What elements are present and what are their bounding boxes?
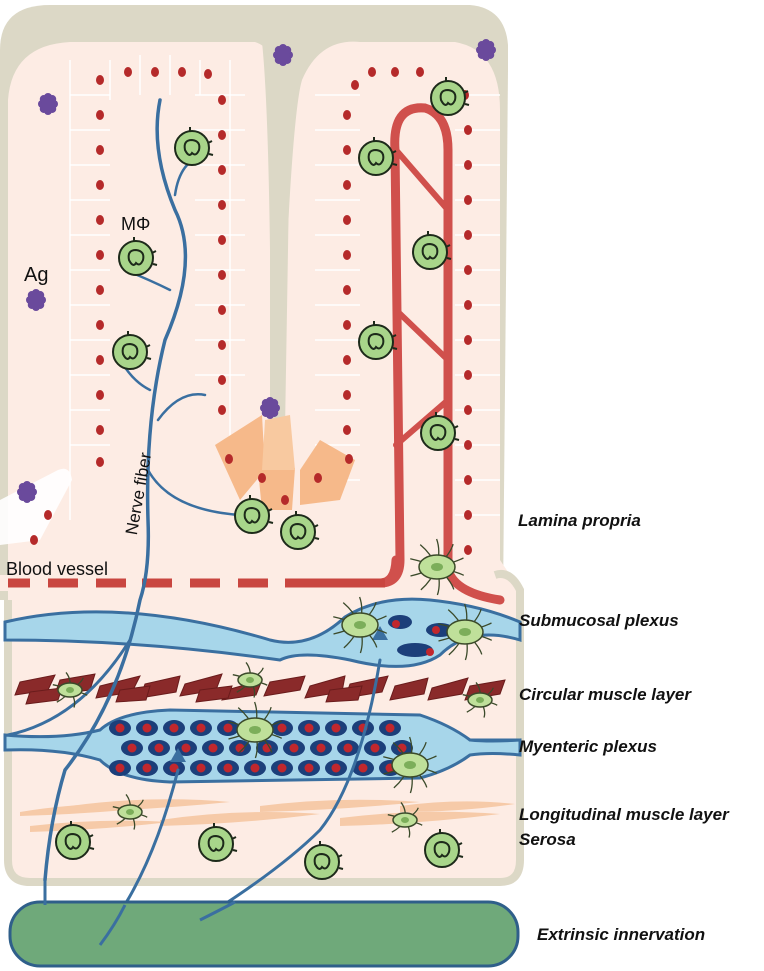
antigen: [38, 93, 58, 115]
myenteric-neuron: [121, 740, 143, 756]
macrophage-label: MΦ: [121, 214, 151, 234]
macrophage: [412, 231, 452, 270]
macrophage: [358, 321, 398, 360]
myenteric-neuron: [244, 760, 266, 776]
myenteric-neuron: [148, 740, 170, 756]
myenteric-neuron: [163, 720, 185, 736]
myenteric-neuron: [325, 720, 347, 736]
longitudinal-muscle-label: Longitudinal muscle layer: [519, 805, 729, 824]
nerve-arrowheads: [170, 626, 388, 762]
myenteric-neuron: [271, 760, 293, 776]
enteric-glial-cell: [438, 603, 493, 661]
villus-blood-vessel: [3, 103, 505, 605]
crypt-lumen: [0, 468, 72, 545]
myenteric-neuron: [109, 720, 131, 736]
macrophage: [420, 412, 460, 451]
myenteric-neuron: [217, 760, 239, 776]
myenteric-neuron: [217, 720, 239, 736]
myenteric-neuron: [352, 760, 374, 776]
antigen: [476, 39, 496, 61]
enteric-glial-cell: [232, 662, 268, 698]
macrophage: [234, 495, 274, 534]
epithelium-cells-left: [69, 55, 245, 520]
myenteric-neuron: [391, 740, 413, 756]
extrinsic-nerve-overlay: [43, 880, 236, 946]
myenteric-neuron: [136, 760, 158, 776]
epithelial-nuclei: [30, 67, 472, 555]
submucosa-region: [4, 570, 524, 886]
myenteric-neuron: [298, 720, 320, 736]
antigen: [26, 289, 46, 311]
myenteric-neuron: [298, 760, 320, 776]
enteric-glial-cell: [228, 701, 283, 759]
enteric-glia: [52, 538, 498, 838]
myenteric-neuron: [202, 740, 224, 756]
nerve-fibers: [6, 98, 522, 942]
macrophage: [112, 331, 152, 370]
macrophage: [430, 77, 470, 116]
macrophage: [424, 829, 464, 868]
enteric-glial-cell: [112, 794, 148, 830]
myenteric-neuron: [364, 740, 386, 756]
submucosal-plexus: [3, 597, 522, 668]
epithelium-cells-right: [315, 94, 500, 516]
macrophage: [304, 841, 344, 880]
enteric-glial-cell: [52, 672, 88, 708]
myenteric-neuron: [379, 720, 401, 736]
myenteric-neuron: [190, 760, 212, 776]
enteric-glial-cell: [462, 682, 498, 718]
myenteric-neuron: [325, 760, 347, 776]
enteric-glial-cell: [387, 802, 423, 838]
enteric-glial-cell: [383, 736, 438, 794]
myenteric-plexus-label: Myenteric plexus: [519, 737, 657, 756]
myenteric-neuron: [163, 760, 185, 776]
macrophage: [174, 127, 214, 166]
antigen: [260, 397, 280, 419]
enteroendocrine-cells: [215, 415, 355, 510]
antigen: [273, 44, 293, 66]
myenteric-neuron: [175, 740, 197, 756]
macrophage: [55, 821, 95, 860]
antigen-label: Ag: [24, 264, 49, 286]
submucosal-plexus-label: Submucosal plexus: [519, 611, 679, 630]
myenteric-neuron: [109, 760, 131, 776]
myenteric-neuron: [337, 740, 359, 756]
enteric-glial-cell: [410, 538, 465, 596]
macrophage: [358, 137, 398, 176]
lamina-propria-label: Lamina propria: [518, 511, 641, 530]
myenteric-neuron: [310, 740, 332, 756]
myenteric-neuron: [190, 720, 212, 736]
myenteric-neuron: [256, 740, 278, 756]
enteric-glial-cell: [333, 596, 388, 654]
inter-villus-space: [262, 41, 300, 431]
extrinsic-innervation-bar: [8, 900, 520, 968]
extrinsic-innervation-label: Extrinsic innervation: [537, 925, 706, 944]
macrophages: [55, 77, 470, 880]
myenteric-neuron: [283, 740, 305, 756]
serosa-label: Serosa: [519, 830, 576, 849]
macrophage: [280, 511, 320, 550]
myenteric-neuron: [271, 720, 293, 736]
macrophage: [198, 823, 238, 862]
blood-vessel-label: Blood vessel: [6, 559, 109, 579]
antigen: [17, 481, 37, 503]
macrophage: [118, 237, 158, 276]
antigen-particles: [17, 39, 496, 503]
circular-muscle-label: Circular muscle layer: [519, 685, 691, 704]
myenteric-neuron: [136, 720, 158, 736]
